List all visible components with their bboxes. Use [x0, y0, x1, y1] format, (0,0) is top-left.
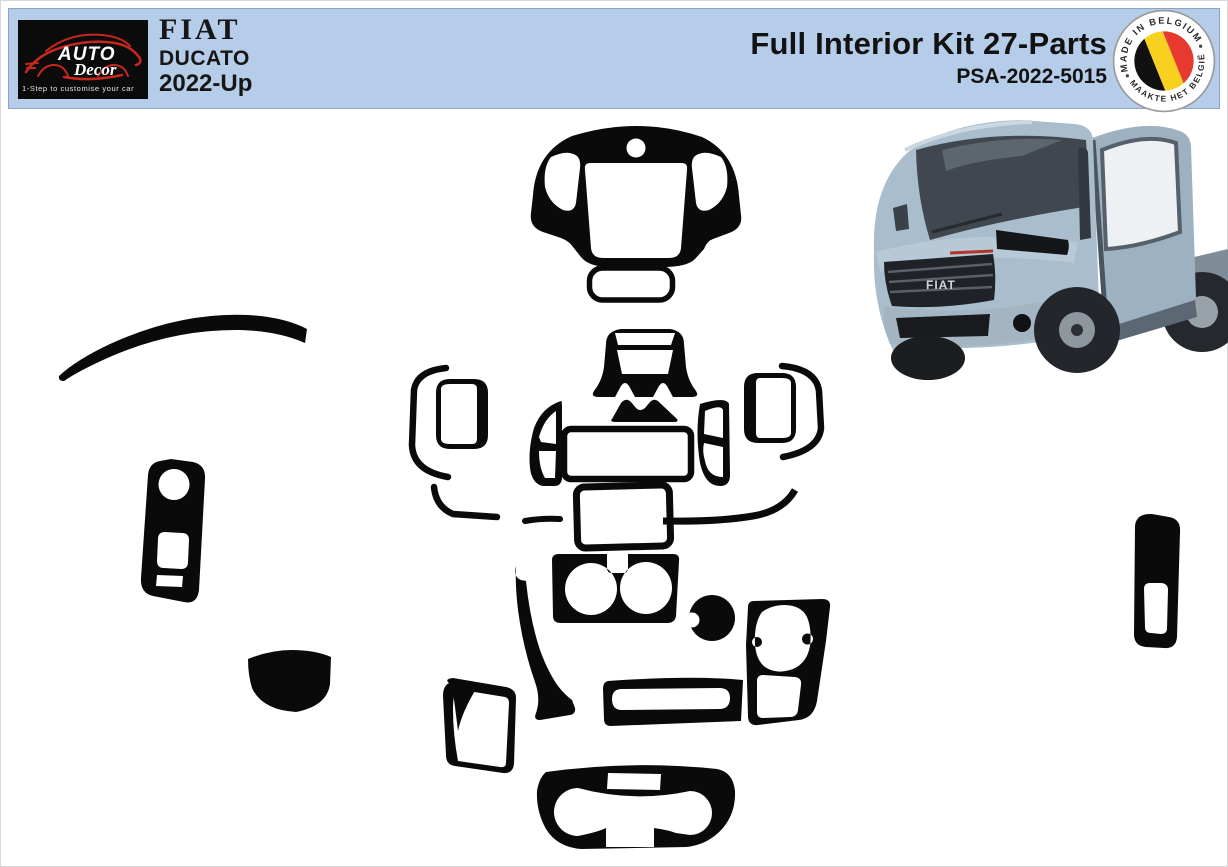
product-sku: PSA-2022-5015: [956, 65, 1107, 88]
part-right-pillar-vent: [697, 400, 730, 486]
badge-dot-right: [1198, 44, 1203, 48]
part-center-pillar-trim: [515, 566, 576, 720]
logo-tagline: 1-Step to customise your car: [22, 84, 135, 93]
product-info: Full Interior Kit 27-Parts PSA-2022-5015: [750, 26, 1107, 89]
part-driver-window-switch-panel: [140, 459, 206, 603]
part-instrument-cluster-bezel: [530, 126, 742, 267]
header-banner: AUTO Decor 1-Step to customise your car …: [8, 8, 1220, 113]
truck-grille: [884, 254, 996, 308]
part-left-side-vent: [436, 379, 488, 449]
part-steering-column-lower-trim: [611, 399, 678, 422]
part-climate-control-panel: [536, 765, 736, 849]
truck-windshield-reflection: [942, 138, 1062, 171]
part-small-link-trim: [522, 515, 563, 524]
truck-quarter-window: [1078, 147, 1091, 240]
part-left-pillar-vent: [529, 400, 562, 486]
truck-roof-highlight: [904, 120, 1033, 152]
product-title: Full Interior Kit 27-Parts: [750, 26, 1107, 61]
truck-fog-light: [1013, 314, 1031, 332]
truck-front-left-wheel: [891, 336, 965, 380]
part-right-side-vent: [744, 373, 796, 443]
part-gear-console-panel: [746, 599, 831, 726]
badge-dot-left: [1125, 74, 1130, 78]
vehicle-model: DUCATO: [159, 46, 250, 70]
logo-car-sketch-icon: [24, 33, 142, 81]
vehicle-make: FIAT: [159, 13, 241, 46]
truck-front-right-hub-center: [1071, 324, 1083, 336]
part-center-rect-trim: [560, 425, 695, 483]
truck-grille-badge: FIAT: [926, 278, 956, 292]
vehicle-years: 2022-Up: [159, 69, 253, 97]
vehicle-photo: FIAT: [873, 120, 1228, 380]
made-in-belgium-badge: MADE IN BELGIUM MAAKTE HET BELGIË: [1112, 9, 1216, 113]
part-cup-holder-panel: [552, 554, 680, 623]
truck-wiper: [931, 212, 1003, 234]
part-passenger-window-switch-panel: [1134, 514, 1181, 649]
part-steering-column-shroud: [592, 329, 698, 397]
vehicle-info: FIAT DUCATO 2022-Up: [159, 14, 252, 96]
part-dash-top-arc-trim: [58, 314, 307, 381]
part-gear-knob-surround: [684, 595, 735, 641]
part-cluster-lower-trim: [586, 265, 676, 303]
truck-headlight: [996, 230, 1069, 255]
truck-lower-intake: [896, 314, 990, 338]
part-lower-curve-trim-left: [430, 483, 501, 521]
part-lower-tray-trim: [603, 677, 743, 726]
tilted-frame-wedge: [452, 685, 476, 731]
autodecor-logo: AUTO Decor 1-Step to customise your car: [18, 20, 148, 99]
part-left-door-vent-frame: [408, 364, 452, 481]
parts-group: [58, 126, 1181, 849]
part-tilted-frame-trim: [443, 678, 516, 774]
part-center-storage-frame: [572, 481, 675, 552]
truck-rocker-step: [1100, 300, 1197, 345]
truck-door-window: [1099, 136, 1183, 252]
part-right-door-vent-frame: [778, 362, 825, 461]
truck-mirror: [893, 204, 909, 231]
part-storage-bowl: [248, 650, 331, 712]
truck-door-edge: [1090, 139, 1109, 327]
truck-grille-bars: [887, 262, 994, 294]
truck-grille-red-trim: [949, 249, 994, 255]
tilted-frame-inner: [453, 689, 509, 768]
logo-brand-primary: AUTO: [58, 44, 116, 65]
logo-brand-secondary: Decor: [74, 60, 117, 79]
knob-notch: [684, 612, 700, 628]
knob-outer: [689, 595, 735, 641]
part-lower-curve-trim-right: [662, 488, 799, 525]
